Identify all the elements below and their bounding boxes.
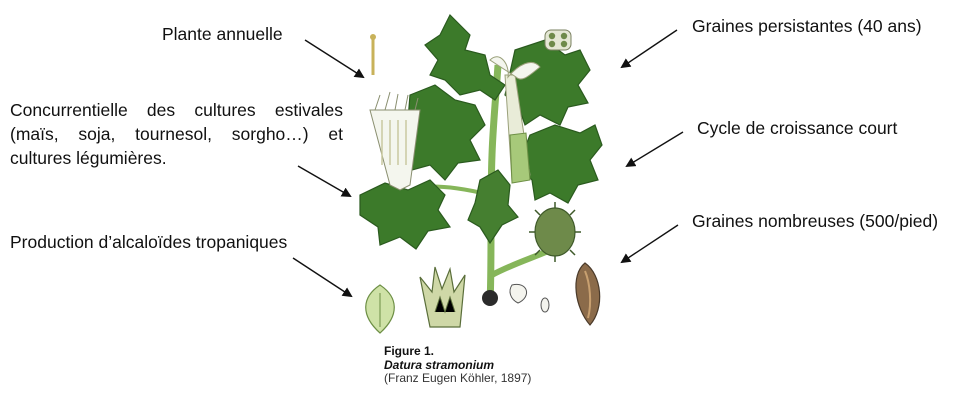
arrow-graines-nombreuses: [622, 225, 678, 262]
spiny-capsule: [529, 202, 581, 262]
arrow-cycle: [627, 132, 683, 166]
leaf-right: [518, 125, 602, 203]
caption-credit: (Franz Eugen Köhler, 1897): [384, 372, 531, 386]
flower-calyx: [510, 133, 530, 183]
fruit-section-2: [576, 263, 600, 325]
seed-dark: [482, 290, 498, 306]
caption-species: Datura stramonium: [384, 358, 494, 372]
caption-prefix: Figure 1.: [384, 344, 434, 358]
arrow-graines-persistantes: [622, 30, 677, 67]
leaf-middle: [468, 170, 518, 243]
fruit-section-1: [366, 285, 395, 333]
leaf-lower-left: [360, 180, 450, 249]
figure-caption: Figure 1. Datura stramonium (Franz Eugen…: [384, 345, 531, 386]
open-capsule: [420, 267, 465, 327]
seed-kidney: [510, 284, 527, 303]
capsule-section: [545, 30, 571, 50]
datura-illustration: [340, 5, 625, 340]
seed-small: [541, 298, 549, 312]
